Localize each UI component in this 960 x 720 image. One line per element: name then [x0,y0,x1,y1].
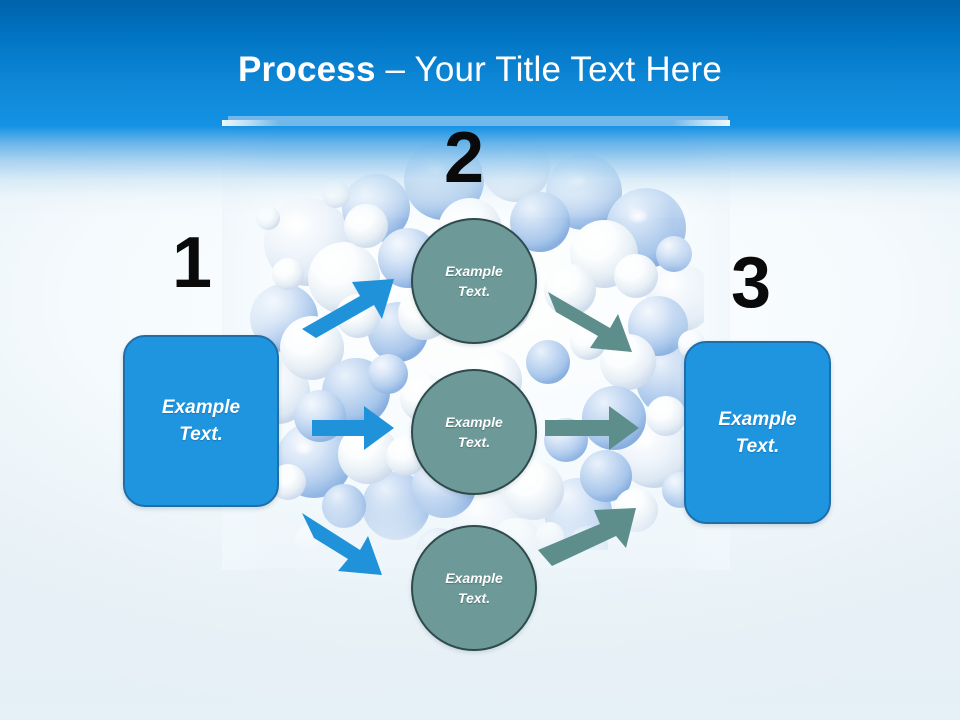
process-circle-middle-label: Example Text. [445,414,503,450]
process-box-left[interactable]: Example Text. [123,335,279,507]
arrow-in-mid[interactable] [312,404,394,452]
process-circle-bottom[interactable]: Example Text. [411,525,537,651]
process-box-right[interactable]: Example Text. [684,341,831,524]
process-circle-top-label: Example Text. [445,263,503,299]
arrow-out-mid[interactable] [545,404,641,452]
header-fade [0,126,960,218]
slide-title: Process – Your Title Text Here [0,48,960,92]
arrow-out-top[interactable] [548,288,644,356]
process-box-left-label: Example Text. [161,397,241,445]
title-strong: Process [238,50,386,89]
process-circle-bottom-label: Example Text. [445,570,503,606]
process-circle-top[interactable]: Example Text. [411,218,537,344]
title-light: – Your Title Text Here [385,50,722,89]
arrow-in-bot[interactable] [302,505,398,575]
step-number-1: 1 [172,223,213,303]
header-band [0,0,960,127]
arrow-out-bot[interactable] [538,508,642,572]
process-box-right-label: Example Text. [718,408,797,457]
step-number-2: 2 [444,118,485,198]
step-number-3: 3 [731,243,772,323]
process-circle-middle[interactable]: Example Text. [411,369,537,495]
arrow-in-top[interactable] [302,277,398,345]
